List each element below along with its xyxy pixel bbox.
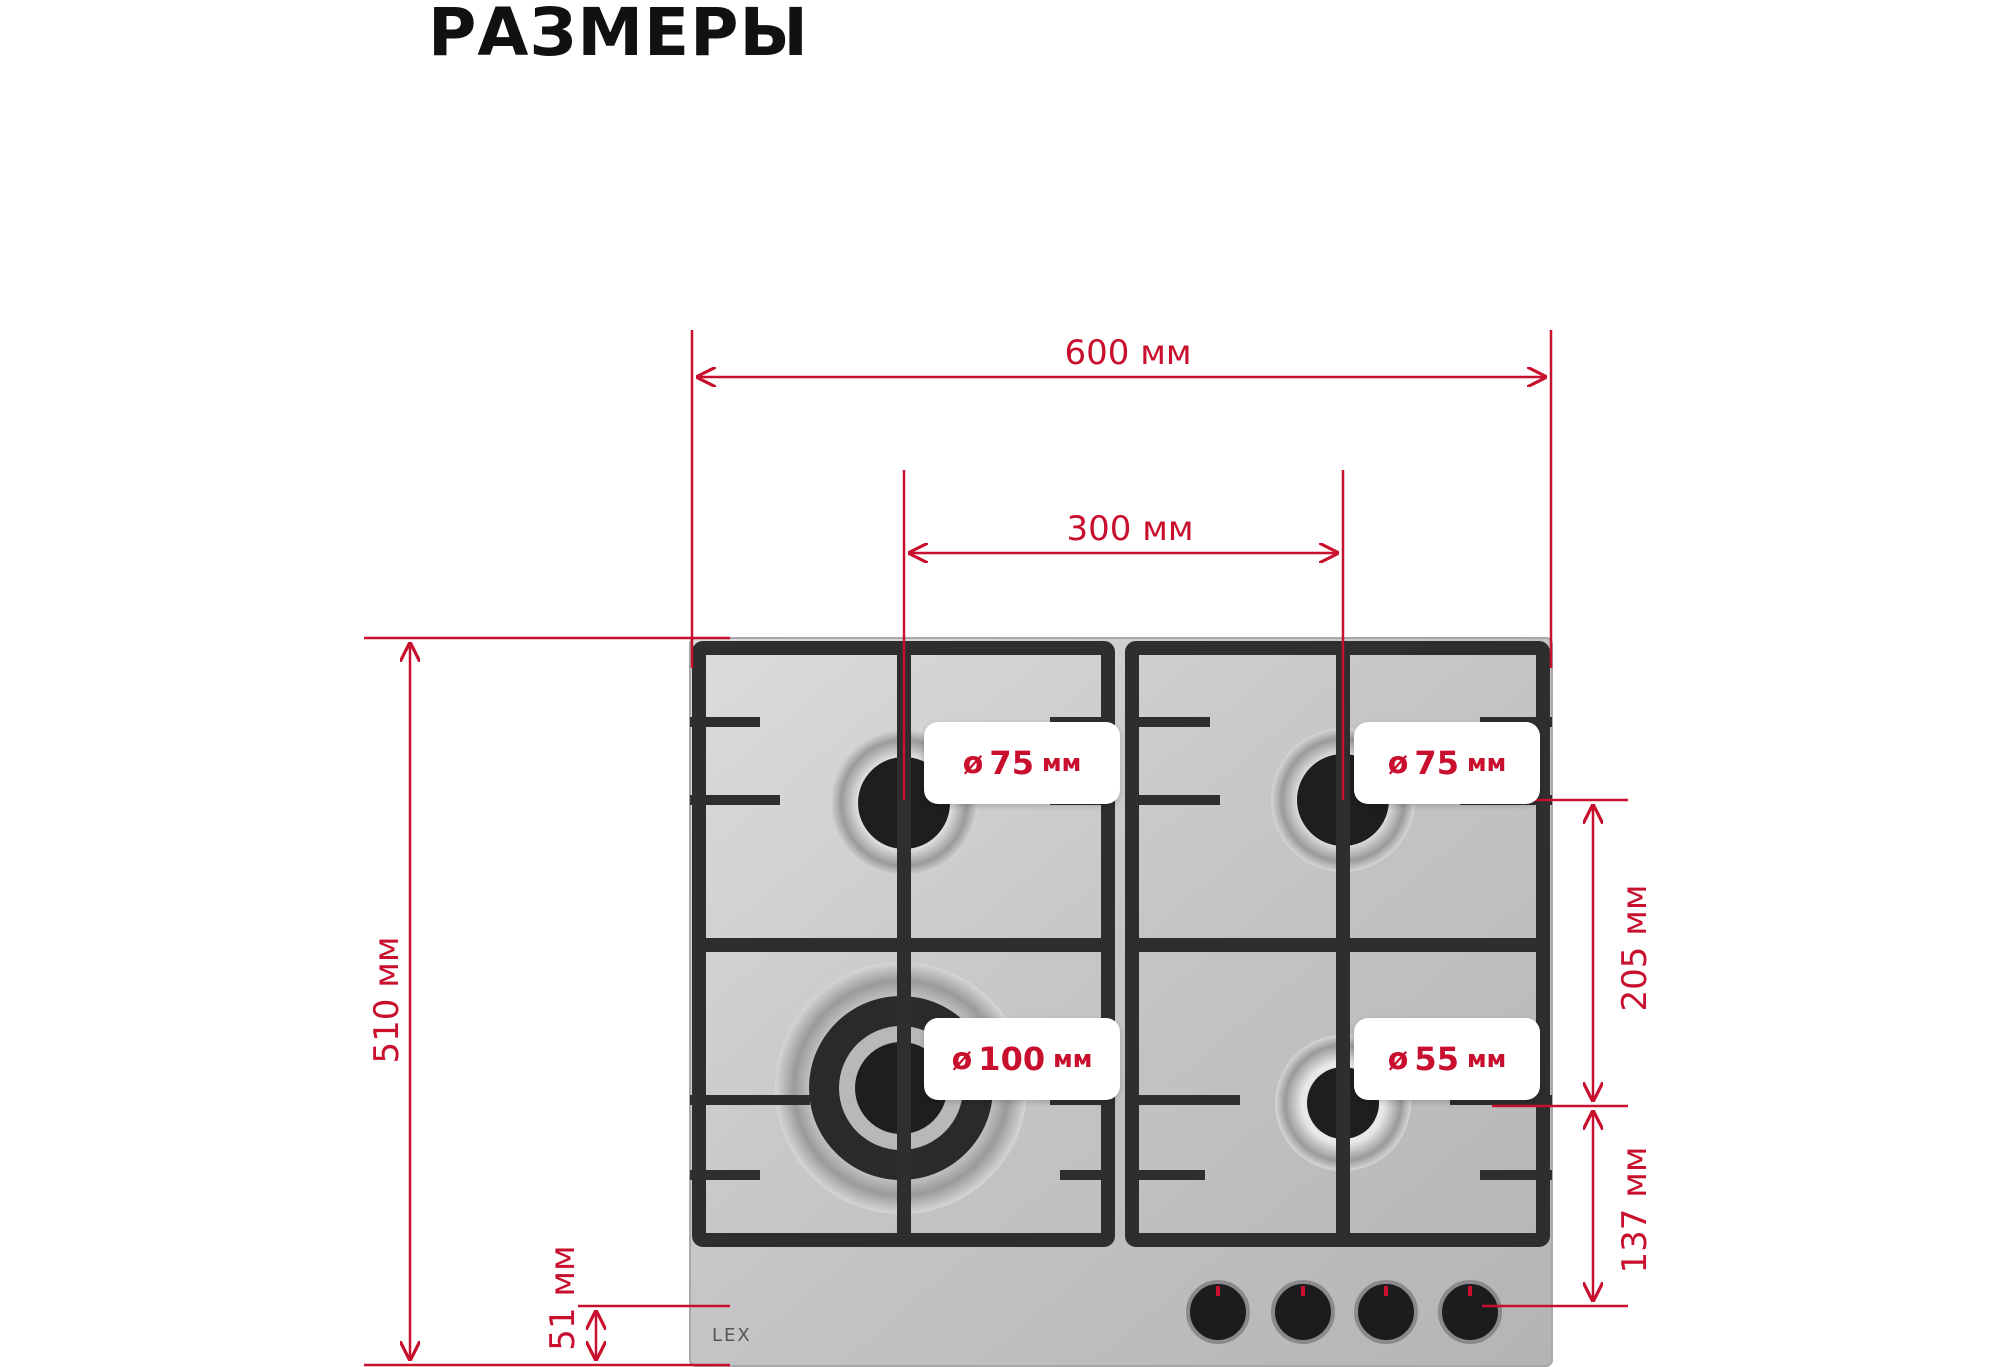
burner-diameter-unit: мм	[1466, 1045, 1507, 1073]
burner-diameter-unit: мм	[1041, 749, 1082, 777]
dim-510: 510 мм	[367, 936, 407, 1063]
brand-logo: LEX	[712, 1325, 752, 1346]
diameter-icon: ø	[1387, 1041, 1409, 1077]
burner-label-bottom-left: ø 100 мм	[924, 1018, 1120, 1100]
dim-600: 600 мм	[1064, 333, 1191, 373]
burner-diameter-value: 75	[989, 744, 1034, 782]
control-knobs	[1186, 1280, 1502, 1344]
dim-51: 51 мм	[543, 1245, 583, 1350]
page-title: РАЗМЕРЫ	[428, 0, 809, 71]
diameter-icon: ø	[951, 1041, 973, 1077]
dim-300: 300 мм	[1066, 509, 1193, 549]
burner-diameter-unit: мм	[1466, 749, 1507, 777]
grate-right-fingers	[1128, 717, 1552, 1180]
burner-diameter-value: 100	[978, 1040, 1046, 1078]
diameter-icon: ø	[962, 745, 984, 781]
burner-diameter-unit: мм	[1053, 1045, 1093, 1073]
dim-205: 205 мм	[1615, 884, 1655, 1011]
burner-label-top-left: ø 75 мм	[924, 722, 1120, 804]
burner-label-bottom-right: ø 55 мм	[1354, 1018, 1540, 1100]
burner-label-top-right: ø 75 мм	[1354, 722, 1540, 804]
burner-diameter-value: 55	[1414, 1040, 1459, 1078]
dimension-lines	[364, 330, 1628, 1367]
burner-diameter-value: 75	[1414, 744, 1459, 782]
dim-137: 137 мм	[1615, 1146, 1655, 1273]
diameter-icon: ø	[1387, 745, 1409, 781]
